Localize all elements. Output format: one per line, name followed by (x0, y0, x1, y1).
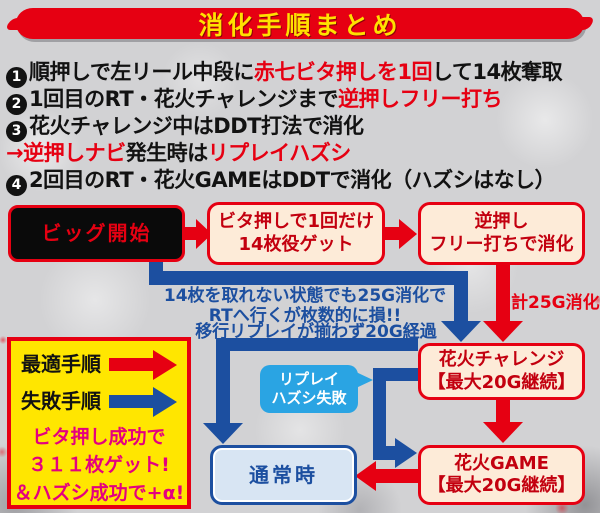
legend-best-arrow-head (153, 350, 177, 380)
step-text: 発生時は (125, 141, 209, 165)
step-text: して14枚奪取 (432, 60, 563, 84)
red-path3-arrowhead (355, 461, 376, 491)
legend-fail-arrow-head (153, 387, 177, 417)
blue-path3-vertical (373, 368, 386, 460)
legend-bonus-line3: ＆ハズシ成功で+α! (13, 482, 185, 504)
note-loss-line1: 14枚を取れない状態でも25G消化で (163, 286, 447, 306)
step-line-4: →逆押しナビ発生時はリプレイハズシ (6, 137, 598, 165)
flow-box-label: フリー打ちで消化 (429, 233, 574, 255)
legend-fail-arrow-shaft (109, 395, 154, 408)
blue-path1-vertical-right (454, 271, 468, 322)
blue-path2-horizontal (216, 338, 418, 351)
legend-fail-label: 失敗手順 (21, 389, 101, 413)
title-banner: 消化手順まとめ (16, 8, 584, 40)
arrow-big-to-bita-shaft (182, 227, 199, 240)
arrow-bita-to-gyaku-shaft (385, 227, 401, 240)
legend-box: 最適手順 失敗手順 ビタ押し成功で ３１１枚ゲット! ＆ハズシ成功で+α! (7, 337, 191, 509)
bubble-line1: リプレイ (278, 369, 339, 388)
blue-path3-horizontal-bottom (373, 446, 397, 460)
red-path2-shaft (496, 399, 510, 423)
flow-box-label: 花火チャレンジ (438, 349, 565, 370)
replay-hazushi-bubble: リプレイ ハズシ失敗 (260, 365, 358, 413)
red-path2-arrowhead (483, 422, 523, 443)
legend-best-arrow-shaft (109, 358, 154, 371)
step-text-highlight: 逆押しフリー打ち (337, 87, 503, 111)
blue-path2-arrowhead (203, 423, 243, 444)
flow-box-label: 逆押し (474, 211, 529, 232)
arrow-bita-to-gyaku-head (399, 219, 417, 249)
red-path1-shaft (496, 264, 510, 322)
page-title: 消化手順まとめ (198, 10, 402, 40)
flow-box-label: 【最大20G継続】 (427, 371, 576, 393)
step-number-4: 4 (6, 174, 27, 196)
flow-box-label: 【最大20G継続】 (427, 475, 576, 496)
red-path3-shaft (375, 469, 418, 483)
flow-box-label: 花火GAME (454, 452, 549, 474)
step-text-highlight: リプレイハズシ (207, 141, 352, 165)
bubble-line2: ハズシ失敗 (271, 389, 347, 407)
step-text: 順押しで左リール中段に (29, 60, 254, 84)
step-number-3: 3 (6, 120, 27, 142)
flow-box-label: 14枚役ゲット (238, 233, 354, 255)
step-text-highlight: →逆押しナビ (6, 141, 126, 165)
legend-bonus-line1: ビタ押し成功で (32, 426, 166, 448)
blue-path3-arrowhead (395, 438, 417, 468)
label-25g: 計25G消化 (511, 293, 600, 313)
flow-box-label: ビッグ開始 (41, 221, 152, 245)
step-text: 1回目のRT・花火チャレンジまで (29, 87, 338, 111)
bubble-tail (356, 372, 373, 388)
step-text-highlight: 赤七ビタ押しを1回 (253, 60, 433, 84)
note-loss-line2: RTへ行くが枚数的に損!! (208, 305, 402, 326)
flow-box-hanabi-challenge: 花火チャレンジ 【最大20G継続】 (418, 343, 585, 400)
blue-path1-arrowhead (441, 321, 481, 342)
step-text: 花火チャレンジ中はDDT打法で消化 (29, 114, 364, 138)
note-20g: 移行リプレイが揃わず20G経過 (195, 322, 437, 342)
blue-path1-horizontal (149, 271, 468, 285)
step-text: 2回目のRT・花火GAMEはDDTで消化（ハズシはなし） (29, 168, 556, 192)
step-number-2: 2 (6, 93, 27, 115)
flow-box-label: ビタ押しで1回だけ (218, 211, 374, 232)
red-path1-arrowhead (483, 321, 523, 342)
blue-path2-vertical (216, 338, 230, 424)
flow-box-gyaku-oshi: 逆押し フリー打ちで消化 (418, 202, 585, 265)
flow-box-label: 通常時 (249, 462, 318, 487)
flow-box-normal: 通常時 (210, 445, 357, 505)
legend-best-label: 最適手順 (21, 352, 101, 376)
step-number-1: 1 (6, 66, 27, 88)
flow-box-bita: ビタ押しで1回だけ 14枚役ゲット (207, 202, 385, 265)
flow-box-big-start: ビッグ開始 (8, 205, 185, 262)
flow-box-hanabi-game: 花火GAME 【最大20G継続】 (418, 445, 585, 505)
legend-bonus-line2: ３１１枚ゲット! (28, 454, 170, 476)
note-loss: 14枚を取れない状態でも25G消化で RTへ行くが枚数的に損!! (150, 286, 460, 326)
